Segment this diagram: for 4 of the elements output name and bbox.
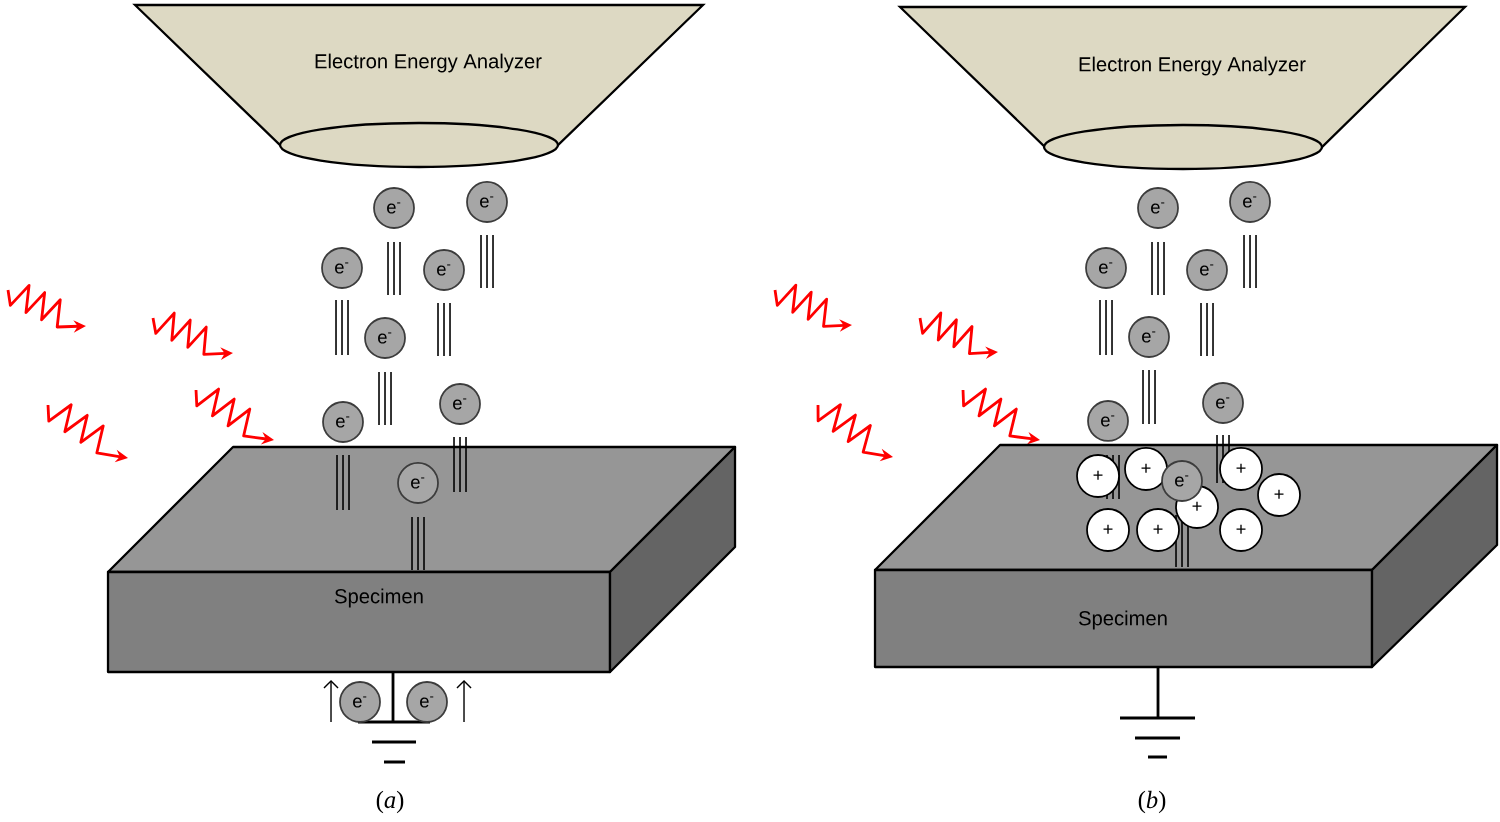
- panel-caption: (b): [1138, 790, 1166, 814]
- panel-caption: (a): [376, 790, 404, 814]
- node-label: Specimen: [1078, 610, 1167, 630]
- node-label: Specimen: [334, 588, 423, 608]
